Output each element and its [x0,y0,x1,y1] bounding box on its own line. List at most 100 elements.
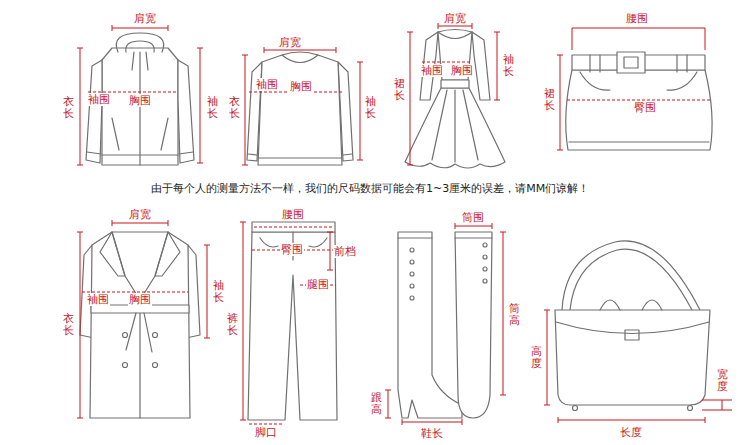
label-slot: 衣长 [63,312,74,338]
boots-figure [398,237,492,238]
label-slot: 胸围 [450,64,474,77]
trousers-measure-lines [240,222,336,424]
measure-label: 袖长 [365,95,376,121]
handbag-figure [570,249,692,310]
measure-label: 袖围 [86,293,110,306]
measure-label: 腰围 [281,208,305,221]
skirt-figure [569,141,709,142]
label-slot: 衣长 [229,95,240,121]
coat-figure [155,232,180,276]
measure-label: 袖长 [213,279,224,305]
measure-label: 跟高 [371,391,382,417]
measure-label: 脚口 [254,426,278,439]
top-figure [282,52,318,55]
top-figure [258,55,342,165]
boots-figure [483,255,487,259]
label-slot: 前档 [333,245,357,258]
label-slot: 长度 [619,426,643,439]
trousers-figure [252,222,335,232]
note-text: 由于每个人的测量方法不一样，我们的尺码数据可能会有1~3厘米的误差，请MM们谅解… [150,182,590,195]
coat-measure-lines [204,245,210,338]
measure-label: 裙长 [544,87,555,113]
dress-figure [405,30,505,169]
coat-figure [112,232,168,300]
boots-measure-lines [385,223,506,425]
dress-measure-lines [407,32,413,165]
coat-figure [123,333,128,338]
label-slot: 脚口 [254,426,278,439]
measure-label: 宽度 [717,368,728,394]
label-slot: 袖围 [87,93,111,106]
measure-label: 肩宽 [133,12,157,25]
measure-label: 衣长 [63,312,74,338]
measure-label: 前档 [333,245,357,258]
boots-measure-lines [402,419,462,425]
label-slot: 裤长 [227,312,238,338]
trousers-figure [248,232,337,420]
measure-label: 裤长 [227,312,238,338]
measure-label: 胸围 [289,80,313,93]
dress-figure [432,90,478,162]
measure-label: 袖长 [207,95,218,121]
coat-figure [153,333,158,338]
boots-figure [398,232,492,418]
hoodie-measure-lines [77,48,83,165]
label-slot: 袖围 [420,64,444,77]
hoodie-figure [112,118,168,150]
label-slot: 裙长 [394,77,405,103]
measure-label: 衣长 [229,95,240,121]
skirt-figure [617,52,645,73]
label-slot: 跟高 [371,391,382,417]
hoodie-figure [178,60,194,163]
coat-figure [123,363,128,368]
skirt-measure-lines [557,28,710,150]
handbag-measure-lines [544,310,550,405]
hoodie-figure [126,41,154,52]
hoodie-measure-lines [197,48,203,163]
coat-figure [139,300,140,418]
label-slot: 衣长 [63,95,74,121]
skirt-figure [580,72,697,90]
boots-figure [410,296,414,300]
boots-measure-lines [500,232,506,395]
measure-label: 袖围 [420,64,444,77]
top-measure-lines [242,55,248,165]
label-slot: 肩宽 [278,36,302,49]
trousers-measure-lines [254,227,333,228]
boots-figure [410,260,414,264]
top-figure [247,52,353,165]
coat-figure [126,313,152,352]
measure-label: 胸围 [128,94,152,107]
measure-label: 袖长 [503,53,514,79]
measure-label: 鞋长 [420,427,444,440]
label-slot: 臀围 [280,243,304,256]
label-slot: 鞋长 [420,427,444,440]
hoodie-figure [86,33,194,165]
hoodie-measure-lines [77,25,203,165]
dress-figure [438,30,472,33]
label-slot: 胸围 [128,293,152,306]
handbag-figure [555,241,710,411]
label-slot: 袖长 [503,53,514,79]
trousers-measure-lines [249,424,284,425]
skirt-measure-lines [557,55,563,150]
measure-label: 胸围 [450,64,474,77]
label-slot: 胸围 [128,94,152,107]
label-slot: 腰围 [281,208,305,221]
trousers-figure [248,222,337,420]
top-figure [248,154,352,158]
skirt-measure-lines [572,28,705,50]
measure-label: 筒高 [509,302,520,328]
label-slot: 袖围 [86,293,110,306]
skirt-figure [572,55,705,70]
coat-figure [80,232,200,418]
label-slot: 高度 [531,345,542,371]
trousers-measure-lines [240,222,246,420]
label-slot: 肩宽 [128,208,152,221]
skirt-figure [590,55,687,72]
label-slot: 由于每个人的测量方法不一样，我们的尺码数据可能会有1~3厘米的误差，请MM们谅解… [150,182,590,195]
boots-figure [455,232,492,418]
hoodie-figure [132,52,148,70]
handbag-figure [556,322,709,334]
